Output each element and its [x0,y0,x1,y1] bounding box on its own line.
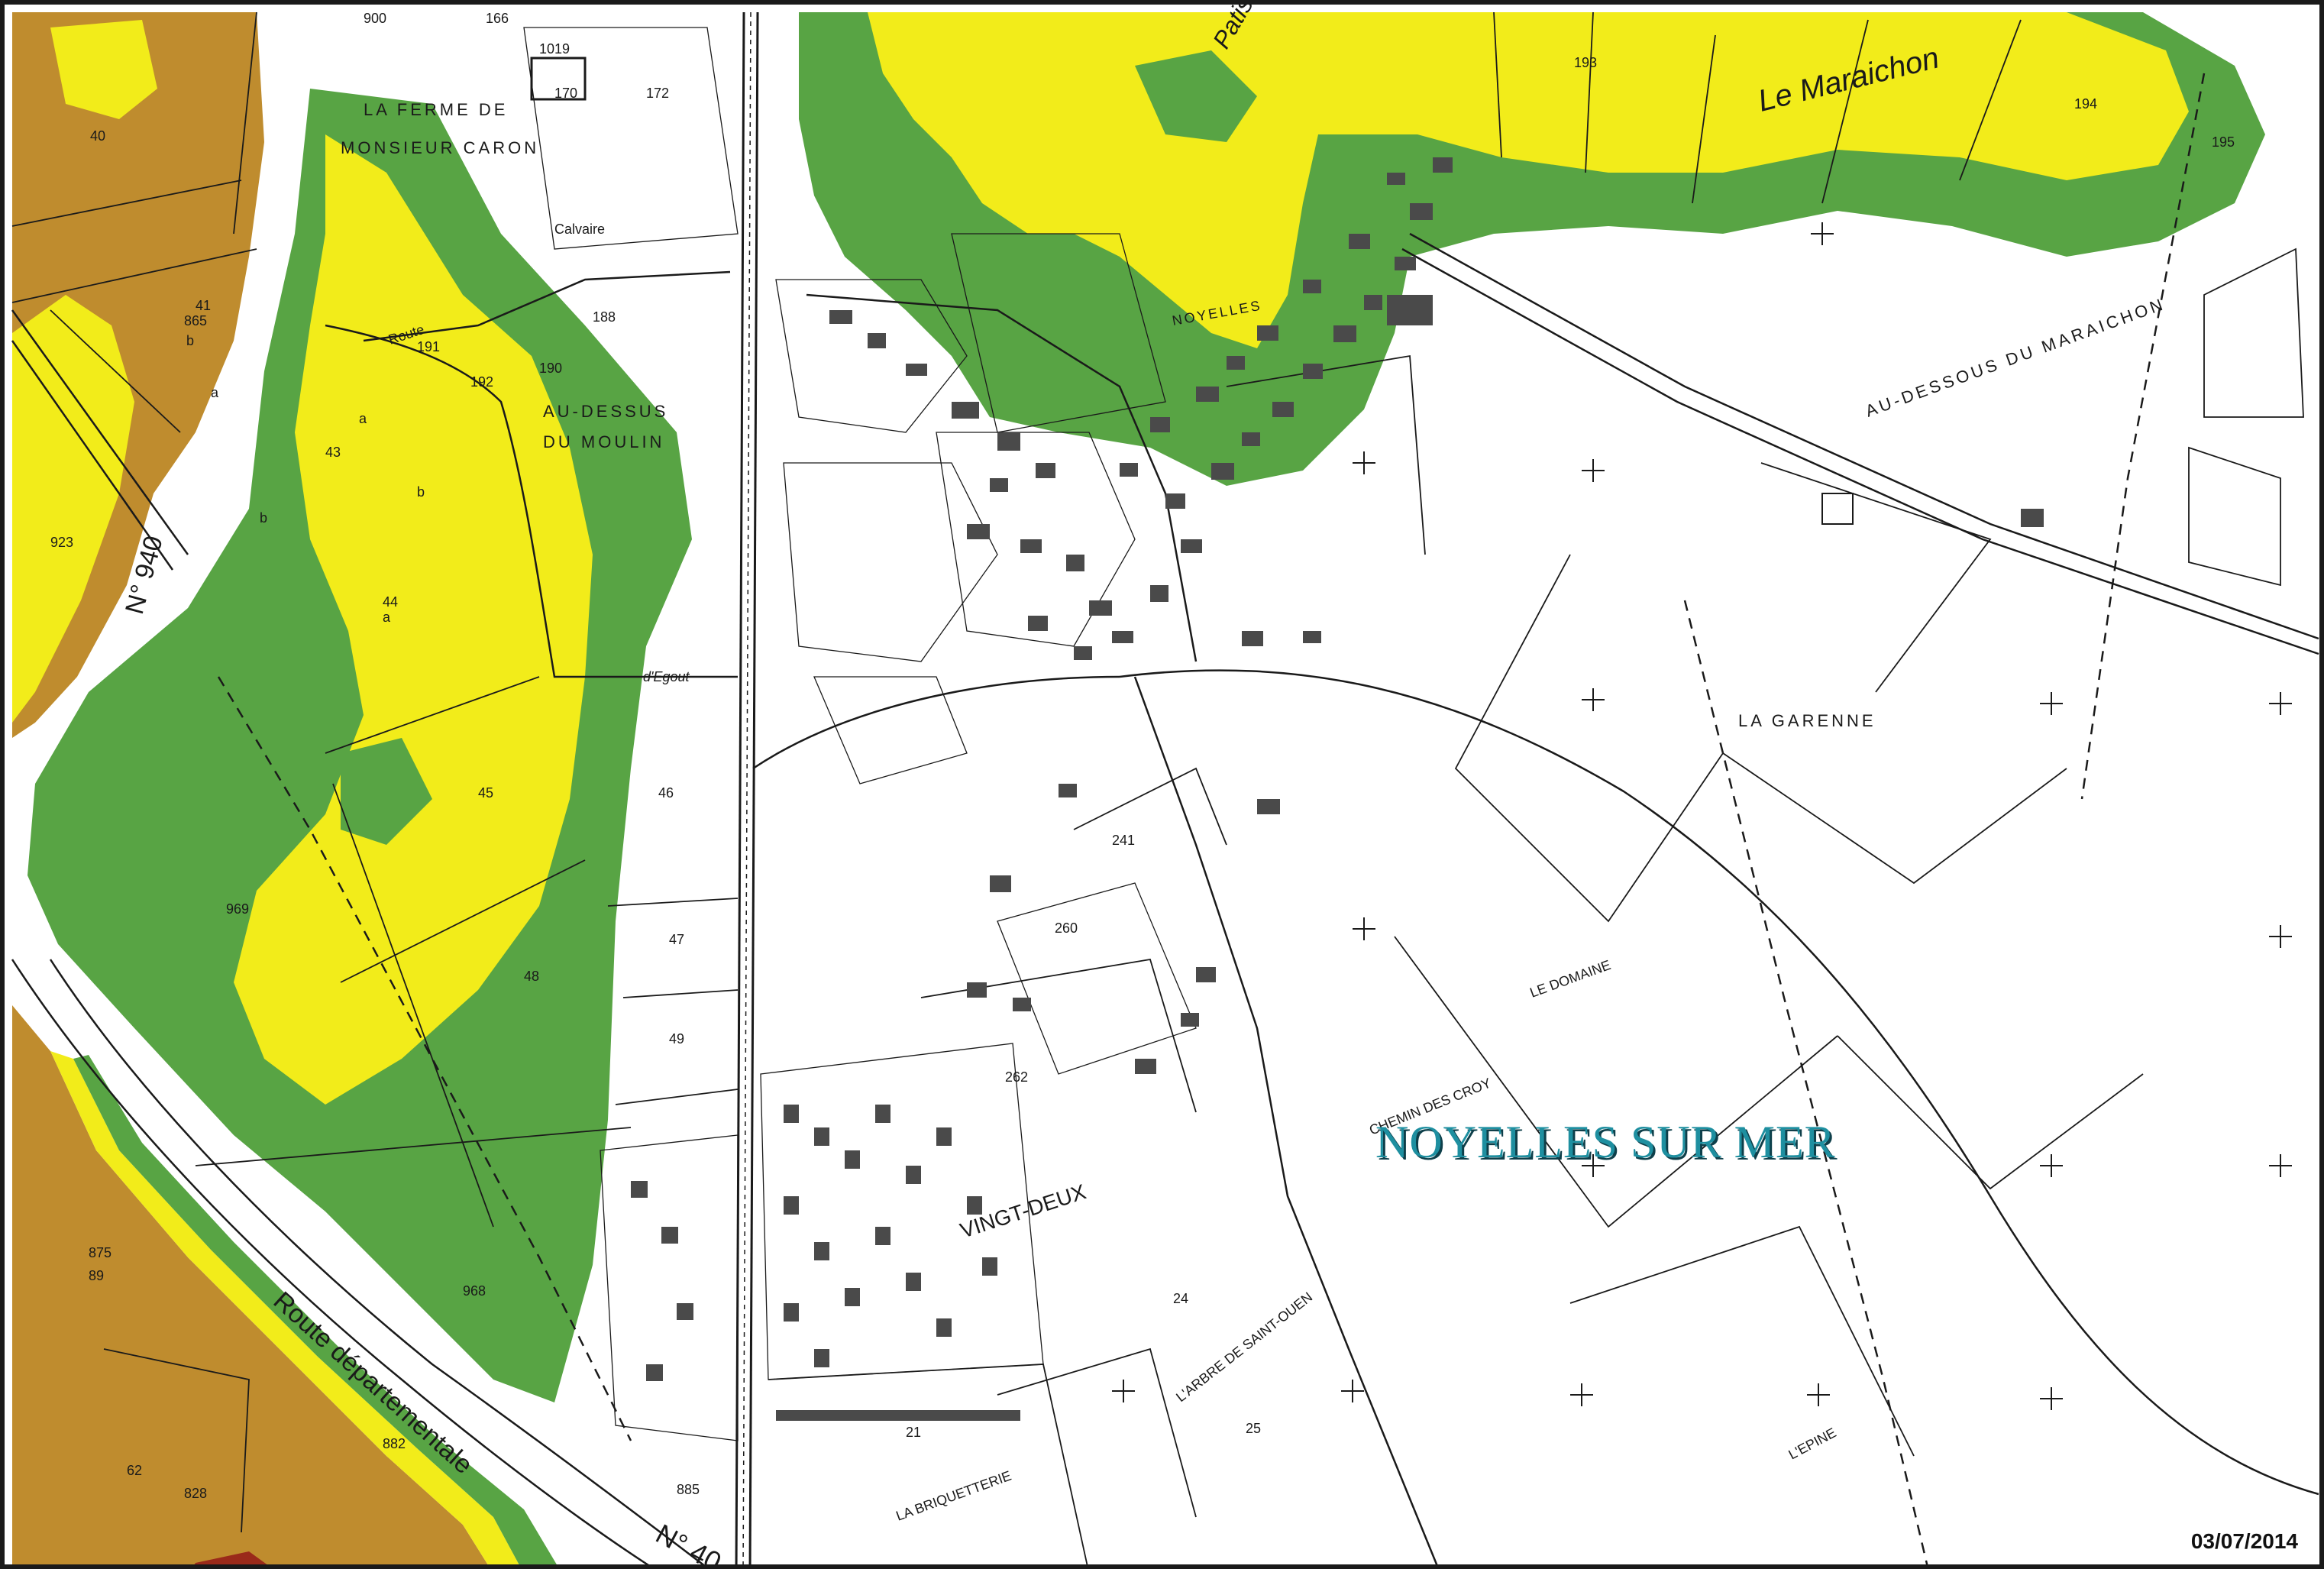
road-a-route [363,270,731,342]
zone-yellow-south-edge [50,1051,519,1564]
label-garenne: LA GARENNE [1738,711,1876,730]
parcel-a3: a [383,610,391,625]
parcel-241: 241 [1112,833,1135,848]
zone-green-south-edge [73,1055,557,1564]
label-arbre: L'ARBRE DE SAINT-OUEN [1173,1289,1315,1406]
roads [11,73,2319,1564]
zone-layer [12,12,2265,1564]
parcel-195: 195 [2212,134,2235,150]
zone-orange-south [12,1005,488,1564]
road-village-1 [752,675,1120,770]
parcel-24: 24 [1173,1291,1188,1306]
parcel-190: 190 [539,361,562,376]
road-east-west [1119,669,2319,1496]
label-calvaire: Calvaire [554,222,605,237]
zone-green-inner-1 [341,738,432,845]
parcel-44: 44 [383,594,398,610]
chemin-dashed [1683,600,1928,1564]
road-north-east [1409,232,2319,640]
zone-yellow-west [12,295,134,723]
parcel-900: 900 [364,11,386,26]
parcel-47: 47 [669,932,684,947]
parcel-b1: b [186,333,194,348]
village-buildings [530,57,2044,1421]
label-ferme-2: MONSIEUR CARON [341,138,539,157]
parcel-262: 262 [1005,1069,1028,1085]
label-domaine: LE DOMAINE [1528,957,1613,1001]
zone-dark-red [194,1551,267,1564]
parcel-21: 21 [906,1425,921,1440]
label-epine: L'EPINE [1786,1425,1838,1462]
survey-crosses [1112,222,2292,1410]
road-moulin [325,324,738,678]
parcel-41: 41 [196,298,211,313]
label-ferme-1: LA FERME DE [364,100,508,119]
parcel-a1: a [211,385,219,400]
road-departementale-edge [49,959,705,1564]
road-departementale [11,959,649,1564]
parcel-191: 191 [417,339,440,354]
zone-green-north-patch [1135,50,1257,142]
parcel-49: 49 [669,1031,684,1047]
railway [735,11,759,1564]
town-title: NOYELLES SUR MER [1375,1117,1836,1167]
zone-yellow-nw-patch [50,20,157,119]
label-briquetterie: LA BRIQUETTERIE [894,1468,1013,1524]
parcel-25: 25 [1246,1421,1261,1436]
parcel-89: 89 [89,1268,104,1283]
parcel-62: 62 [127,1463,142,1478]
road-north-east-edge [1401,247,2319,655]
parcel-166: 166 [486,11,509,26]
label-moulin-1: AU-DESSUS [543,402,668,421]
parcel-260: 260 [1055,920,1078,936]
parcel-lines [11,11,2304,1564]
road-village-2 [1133,676,1438,1564]
map-date: 03/07/2014 [2190,1529,2298,1553]
parcel-48: 48 [524,969,539,984]
chemin-dashed-2 [2080,73,2206,800]
parcel-188: 188 [593,309,616,325]
parcel-b3: b [417,484,425,500]
label-moulin-2: DU MOULIN [543,432,664,451]
parcel-43: 43 [325,445,341,460]
cadastral-map[interactable]: LA FERME DE MONSIEUR CARON AU-DESSUS DU … [5,5,2324,1569]
parcel-865: 865 [184,313,207,328]
parcel-193: 193 [1574,55,1597,70]
label-n40: N° 40 [651,1518,726,1569]
parcel-a2: a [359,411,367,426]
zone-yellow-core [234,134,593,1105]
route-dashed-west [217,676,632,1441]
parcel-968: 968 [463,1283,486,1299]
parcel-882: 882 [383,1436,406,1451]
parcel-45: 45 [478,785,493,801]
parcel-194: 194 [2074,96,2097,112]
label-egout: d'Egout [643,669,690,684]
parcel-46: 46 [658,785,674,801]
label-dessous-maraichon: AU-DESSOUS DU MARAICHON [1863,294,2167,421]
parcel-828: 828 [184,1486,207,1501]
village-blocks [523,27,1197,1441]
road-village-3 [806,293,1198,662]
road-n940 [11,309,189,555]
parcel-885: 885 [677,1482,700,1497]
parcel-40: 40 [90,128,105,144]
parcel-170: 170 [554,86,577,101]
parcel-923: 923 [50,535,73,550]
parcel-b2: b [260,510,267,526]
parcel-875: 875 [89,1245,112,1260]
road-n940-edge [11,340,174,571]
parcel-labels: 40 865 41 a b b 923 43 a b 44 a 45 46 47… [50,11,2235,1501]
parcel-172: 172 [646,86,669,101]
parcel-192: 192 [470,374,493,390]
parcel-1019: 1019 [539,41,570,57]
parcel-969: 969 [226,901,249,917]
